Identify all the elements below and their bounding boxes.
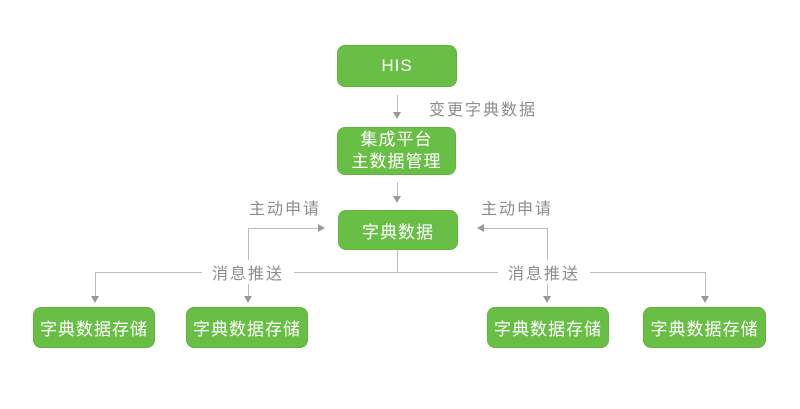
node-dict-store-1-label: 字典数据存储 — [40, 320, 148, 339]
node-integration-platform: 集成平台 主数据管理 — [337, 127, 456, 175]
arrow-down-icon — [701, 296, 709, 303]
connector-bus-store-4 — [705, 272, 706, 296]
node-platform-label-line2: 主数据管理 — [351, 152, 442, 171]
connector-request-left-vertical — [248, 228, 249, 273]
arrow-down-icon — [393, 112, 401, 119]
node-dict-store-3: 字典数据存储 — [487, 307, 609, 348]
node-dict-store-2: 字典数据存储 — [186, 307, 308, 348]
node-dict-data-label: 字典数据 — [362, 222, 434, 242]
arrow-down-icon — [393, 196, 401, 203]
connector-bus-store-3 — [547, 272, 548, 296]
connector-request-right-vertical — [547, 228, 548, 273]
node-dict-data: 字典数据 — [338, 210, 458, 250]
connector-request-left-horizontal — [248, 228, 318, 229]
connector-request-right-horizontal — [484, 228, 548, 229]
arrow-down-icon — [91, 296, 99, 303]
node-dict-store-3-label: 字典数据存储 — [494, 320, 602, 339]
node-his: HIS — [337, 45, 457, 87]
edge-label-request-right: 主动申请 — [480, 201, 554, 218]
edge-label-change-dict: 变更字典数据 — [428, 102, 538, 119]
edge-label-request-left: 主动申请 — [248, 201, 322, 218]
arrow-right-icon — [318, 224, 325, 232]
node-his-label: HIS — [381, 56, 413, 75]
arrow-left-icon — [477, 224, 484, 232]
edge-label-push-right: 消息推送 — [497, 260, 591, 284]
arrow-down-icon — [543, 296, 551, 303]
connector-his-platform — [397, 95, 398, 112]
node-dict-store-4-label: 字典数据存储 — [650, 320, 759, 339]
connector-bus-store-1 — [95, 272, 96, 296]
connector-bus-horizontal — [95, 272, 705, 273]
arrow-down-icon — [244, 296, 252, 303]
connector-dict-bus — [397, 250, 398, 273]
connector-bus-store-2 — [248, 272, 249, 296]
node-dict-store-1: 字典数据存储 — [33, 307, 155, 348]
node-dict-store-2-label: 字典数据存储 — [193, 320, 301, 339]
connector-platform-dict — [397, 182, 398, 196]
edge-label-push-left: 消息推送 — [201, 260, 295, 284]
node-dict-store-4: 字典数据存储 — [643, 307, 766, 348]
node-platform-label-line1: 集成平台 — [360, 130, 433, 149]
